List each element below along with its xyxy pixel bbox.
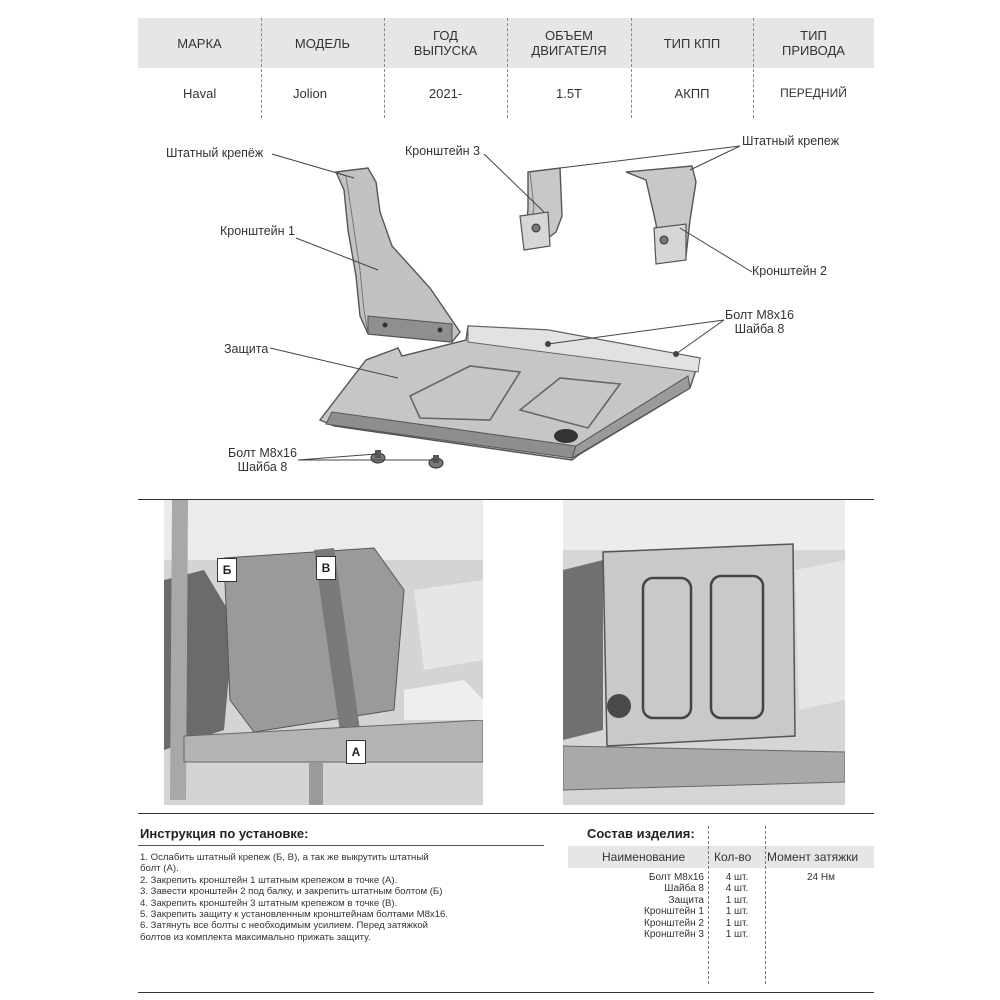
callout-std-fastener-right: Штатный крепеж xyxy=(742,134,840,148)
bracket-2 xyxy=(625,165,697,265)
divider xyxy=(384,18,385,118)
spec-header: МАРКА xyxy=(138,18,261,68)
composition-col-qty: Кол-во xyxy=(714,850,752,864)
callout-bolt-top: Болт М8х16 Шайба 8 xyxy=(725,308,794,336)
footer-divider xyxy=(138,992,874,993)
instructions-title: Инструкция по установке: xyxy=(140,826,309,841)
composition-item-name: Кронштейн 3 xyxy=(644,929,704,941)
spec-header: МОДЕЛЬ xyxy=(261,18,384,68)
spec-col-engine: ОБЪЕМ ДВИГАТЕЛЯ 1.5T xyxy=(507,18,631,118)
instruction-line: 6. Затянуть все болты с необходимым усил… xyxy=(140,920,428,932)
callout-std-fastener-left: Штатный крепёж xyxy=(166,146,264,160)
bracket-3 xyxy=(519,167,563,251)
composition-item-name: Кронштейн 1 xyxy=(644,906,704,918)
spec-col-brand: МАРКА Haval xyxy=(138,18,261,118)
marker-v: В xyxy=(316,556,336,580)
photo-before-install: Б В А xyxy=(164,500,483,805)
spec-header: ГОД ВЫПУСКА xyxy=(384,18,507,68)
composition-quantities: 4 шт. 4 шт. 1 шт. 1 шт. 1 шт. 1 шт. xyxy=(712,872,762,940)
spec-value: ПЕРЕДНИЙ xyxy=(780,86,847,100)
divider xyxy=(708,826,709,984)
section-divider xyxy=(138,813,874,814)
callout-bracket-2: Кронштейн 2 xyxy=(752,264,827,278)
composition-header: Наименование Кол-во Момент затяжки xyxy=(568,846,874,868)
section-divider xyxy=(138,499,874,500)
bracket-1 xyxy=(334,167,461,343)
spec-col-model: МОДЕЛЬ Jolion xyxy=(261,18,384,118)
callout-guard: Защита xyxy=(224,342,269,356)
composition-names: Болт М8х16 Шайба 8 Защита Кронштейн 1 Кр… xyxy=(568,872,704,940)
exploded-diagram xyxy=(269,145,753,469)
composition-col-torque: Момент затяжки xyxy=(767,850,859,864)
callout-bracket-3: Кронштейн 3 xyxy=(405,144,480,158)
composition-title: Состав изделия: xyxy=(587,826,695,841)
callout-bolt-bottom: Болт М8х16 Шайба 8 xyxy=(228,446,297,474)
spec-value: 2021- xyxy=(428,85,463,101)
spec-col-gearbox: ТИП КПП АКПП xyxy=(631,18,753,118)
spec-value: АКПП xyxy=(674,85,710,101)
composition-item-name: Болт М8х16 xyxy=(648,872,704,883)
divider xyxy=(261,18,262,118)
spec-value: 1.5T xyxy=(555,85,582,101)
divider xyxy=(507,18,508,118)
instruction-line: 4. Закрепить кронштейн 3 штатным крепежо… xyxy=(140,897,398,909)
composition-item-qty: 1 шт. xyxy=(725,917,749,929)
divider xyxy=(765,826,766,984)
leader-lines xyxy=(269,145,753,461)
divider xyxy=(631,18,632,118)
instructions-underline xyxy=(138,845,544,846)
composition-item-torque: 24 Нм xyxy=(807,872,835,883)
composition-item-qty: 1 шт. xyxy=(725,929,749,941)
instruction-line: 1. Ослабить штатный крепеж (Б, В), а так… xyxy=(140,852,429,863)
instruction-line: 5. Закрепить защиту к установленным крон… xyxy=(140,909,449,921)
spec-value: Jolion xyxy=(293,85,327,101)
composition-item-qty: 4 шт. xyxy=(725,872,749,883)
composition-item-name: Защита xyxy=(668,894,704,906)
marker-b: Б xyxy=(217,558,237,582)
divider xyxy=(753,18,754,118)
instructions-list: 1. Ослабить штатный крепеж (Б, В), а так… xyxy=(140,852,500,943)
composition-item-name: Кронштейн 2 xyxy=(644,917,704,929)
composition-item-qty: 4 шт. xyxy=(725,883,749,895)
spec-table: МАРКА Haval МОДЕЛЬ Jolion ГОД ВЫПУСКА 20… xyxy=(138,18,874,118)
bolt-icon xyxy=(370,450,386,464)
spec-col-drive: ТИП ПРИВОДА ПЕРЕДНИЙ xyxy=(753,18,874,118)
bolt-icon xyxy=(428,455,444,469)
spec-header: ТИП ПРИВОДА xyxy=(753,18,874,68)
spec-header: ОБЪЕМ ДВИГАТЕЛЯ xyxy=(507,18,631,68)
instruction-line: болтов из комплекта максимально прижать … xyxy=(140,931,371,943)
spec-col-year: ГОД ВЫПУСКА 2021- xyxy=(384,18,507,118)
spec-value: Haval xyxy=(183,85,217,101)
instruction-line: болт (А). xyxy=(140,863,179,875)
composition-item-qty: 1 шт. xyxy=(725,906,749,918)
spec-header: ТИП КПП xyxy=(631,18,753,68)
instruction-line: 2. Закрепить кронштейн 1 штатным крепежо… xyxy=(140,874,398,886)
composition-item-name: Шайба 8 xyxy=(664,883,704,895)
composition-torques: 24 Нм xyxy=(768,872,874,883)
photo-after-install xyxy=(563,500,845,805)
instruction-line: 3. Завести кронштейн 2 под балку, и закр… xyxy=(140,886,443,898)
marker-a: А xyxy=(346,740,366,764)
composition-col-name: Наименование xyxy=(602,850,686,864)
callout-bracket-1: Кронштейн 1 xyxy=(220,224,295,238)
guard-plate xyxy=(318,325,701,461)
composition-item-qty: 1 шт. xyxy=(725,894,749,906)
